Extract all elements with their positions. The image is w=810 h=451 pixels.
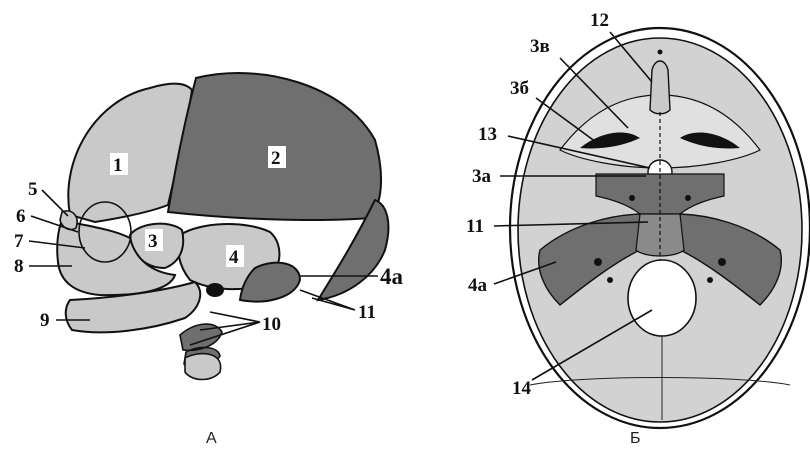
label-11: 11 [358, 302, 376, 323]
label-10: 10 [262, 314, 281, 335]
panel-a-lateral-skull: 1 2 3 4 4а 5 6 7 8 9 10 11 А [14, 73, 404, 447]
tympanic-ring [206, 283, 224, 297]
foramen-magnum [628, 260, 696, 336]
label-4: 4 [229, 247, 239, 268]
leader-5 [42, 190, 68, 216]
label-5: 5 [28, 179, 38, 200]
label-7: 7 [14, 231, 24, 252]
label-14: 14 [512, 378, 532, 399]
label-3b: 3б [510, 78, 529, 99]
foramen-caecum [658, 50, 663, 55]
crista-galli [650, 61, 670, 114]
label-8: 8 [14, 256, 24, 277]
label-4a-b: 4а [468, 275, 488, 296]
foramen-ovale-right [718, 258, 726, 266]
label-11b: 11 [466, 216, 484, 237]
label-6: 6 [16, 206, 26, 227]
caption-b: Б [630, 430, 641, 447]
label-3v: 3в [530, 36, 550, 57]
foramen-ovale-left [594, 258, 602, 266]
label-13: 13 [478, 124, 497, 145]
label-3: 3 [148, 231, 158, 252]
label-9: 9 [40, 310, 50, 331]
foramen-spinosum-left [607, 277, 613, 283]
label-3a: 3а [472, 166, 492, 187]
vertebra [185, 354, 221, 380]
label-12: 12 [590, 10, 609, 31]
panel-b-cranial-base: 12 3в 3б 13 3а 11 4а 14 Б [466, 10, 810, 447]
label-1: 1 [113, 155, 123, 176]
label-4a: 4а [380, 264, 404, 289]
label-2: 2 [271, 148, 281, 169]
foramen-right-small [685, 195, 691, 201]
foramen-left-small [629, 195, 635, 201]
foramen-spinosum-right [707, 277, 713, 283]
caption-a: А [206, 430, 217, 447]
